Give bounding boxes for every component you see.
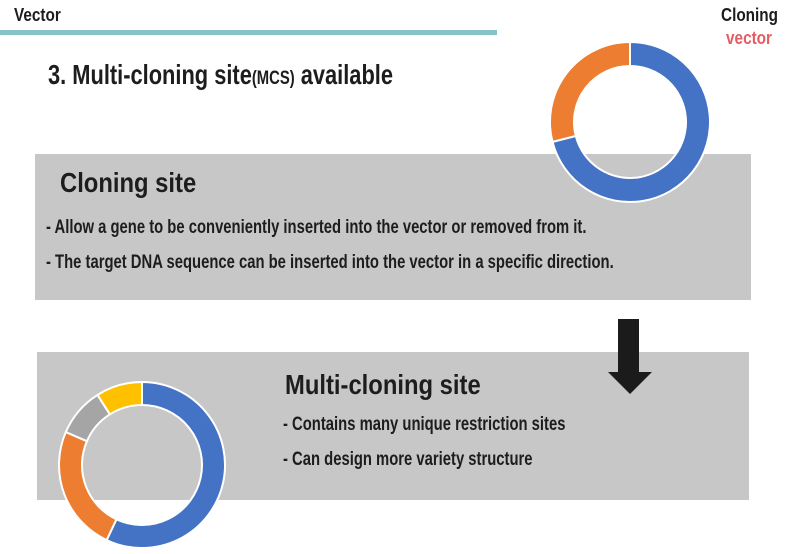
header-accent-line [0, 30, 497, 35]
multi-cloning-site-box: Multi-cloning site - Contains many uniqu… [37, 352, 749, 500]
corner-label: Cloning vector [703, 4, 795, 50]
multi-cloning-site-heading: Multi-cloning site [285, 369, 481, 400]
down-arrow-shape [608, 319, 652, 394]
donut-segment-3 [96, 381, 143, 416]
title-prefix: 3. Multi-cloning site [48, 59, 252, 90]
multi-cloning-site-bullet-1: - Contains many unique restriction sites [283, 414, 566, 435]
cloning-site-bullet-1: - Allow a gene to be conveniently insert… [46, 217, 587, 238]
cloning-site-bullet-2: - The target DNA sequence can be inserte… [46, 252, 614, 273]
corner-label-top: Cloning [720, 5, 778, 25]
donut-segment-0 [551, 41, 711, 203]
multi-cloning-site-donut-chart [58, 381, 226, 549]
multi-cloning-site-bullet-2: - Can design more variety structure [283, 449, 533, 470]
donut-segment-1 [549, 41, 631, 143]
corner-label-bottom: vector [726, 28, 772, 48]
section-label-text: Vector [14, 5, 61, 25]
page-title: 3. Multi-cloning site(MCS) available [48, 59, 490, 91]
title-mcs: (MCS) [251, 68, 295, 89]
section-label: Vector [14, 5, 69, 26]
donut-segment-1 [58, 431, 118, 542]
donut-segment-0 [105, 381, 226, 549]
title-suffix: available [294, 59, 394, 90]
down-arrow-icon [608, 319, 652, 394]
cloning-vector-donut-chart [549, 41, 711, 203]
cloning-site-heading: Cloning site [60, 167, 197, 198]
